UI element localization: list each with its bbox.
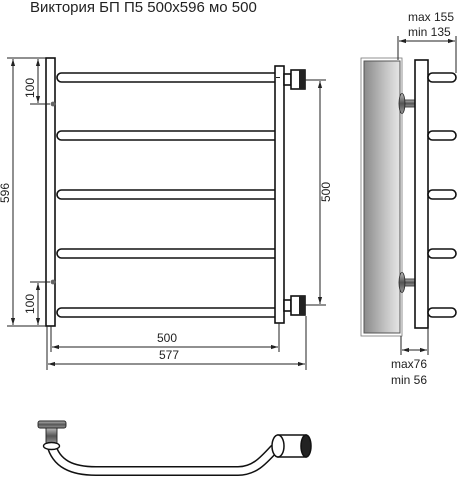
depth-min-label: min 135: [408, 25, 451, 39]
top-offset-label: 100: [23, 78, 37, 98]
mount-point-top: [50, 101, 56, 107]
wall-max-label: max76: [391, 357, 427, 371]
rung: [56, 130, 283, 141]
rung: [56, 248, 283, 259]
front-dimensions: 596 100 100 500 500 577: [0, 57, 333, 370]
left-collector: [45, 57, 56, 327]
side-view: [360, 57, 457, 337]
width-label: 577: [159, 348, 179, 362]
rung-end: [427, 130, 457, 141]
collector-side: [414, 59, 429, 329]
rung-end: [427, 189, 457, 200]
rung: [56, 189, 283, 200]
wall: [363, 60, 401, 334]
height-dimension-label: 596: [0, 183, 12, 203]
pipe: [47, 440, 278, 475]
top-view: [37, 420, 312, 476]
mount-point-bottom: [50, 279, 56, 285]
rung: [56, 307, 283, 318]
rung-end: [427, 248, 457, 259]
rung: [56, 72, 283, 83]
wall-min-label: min 56: [391, 373, 427, 387]
rung-end: [427, 307, 457, 318]
top-view-fitting: [271, 434, 312, 458]
connection-fitting-top: [283, 69, 306, 90]
right-collector: [274, 65, 285, 324]
wall-bracket-bottom: [398, 272, 417, 293]
depth-max-label: max 155: [408, 10, 454, 24]
wall-bracket-top: [398, 93, 417, 114]
front-view: [45, 57, 306, 327]
axis-vertical-label: 500: [319, 182, 333, 202]
side-dimensions: max 155 min 135 max76 min 56: [391, 10, 457, 387]
top-view-bracket: [37, 420, 67, 451]
rung-end: [427, 72, 457, 83]
axis-horizontal-label: 500: [157, 331, 177, 345]
wall-outline: [360, 57, 403, 337]
connection-fitting-bottom: [283, 295, 306, 316]
drawing-title: Виктория БП П5 500х596 мо 500: [30, 0, 257, 16]
bottom-offset-label: 100: [23, 294, 37, 314]
